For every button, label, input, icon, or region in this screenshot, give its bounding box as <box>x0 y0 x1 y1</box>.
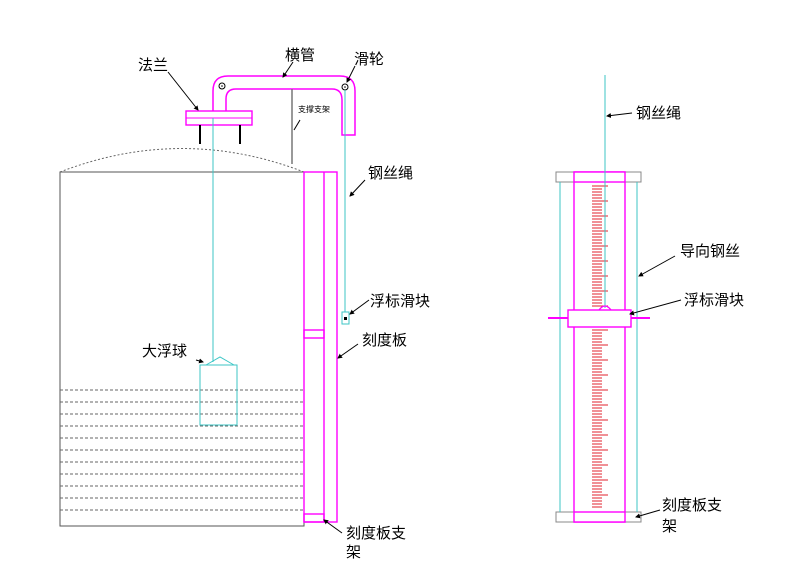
float-slider-right <box>548 305 650 328</box>
label-cross-pipe: 横管 <box>285 46 315 64</box>
guide-wires <box>559 182 638 512</box>
pulley <box>218 82 349 91</box>
label-pulley: 滑轮 <box>354 50 384 68</box>
leader-lines <box>167 61 682 534</box>
big-float <box>199 356 238 426</box>
scale-board-left <box>303 171 338 523</box>
label-support-frame: 支撑支架 <box>298 104 330 114</box>
scale-board-right <box>555 171 642 523</box>
label-float-slider-left: 浮标滑块 <box>370 292 430 310</box>
label-scale-board: 刻度板 <box>362 331 407 349</box>
flange <box>185 110 253 144</box>
label-scale-bracket-right-2: 架 <box>662 517 677 535</box>
label-float-slider-right: 浮标滑块 <box>684 291 744 309</box>
label-scale-bracket-left-1: 刻度板支 <box>346 524 406 542</box>
scale-ticks <box>592 185 608 508</box>
label-big-float: 大浮球 <box>142 342 187 360</box>
tank-roof-dome <box>59 148 305 173</box>
label-scale-bracket-left-2: 架 <box>346 543 361 561</box>
label-scale-bracket-right-1: 刻度板支 <box>662 496 722 514</box>
label-flange: 法兰 <box>138 56 168 74</box>
cross-pipe <box>212 75 356 136</box>
tank <box>59 148 305 527</box>
label-wire-rope-left: 钢丝绳 <box>368 164 413 182</box>
liquid-level-lines <box>60 389 304 511</box>
label-guide-wire: 导向钢丝 <box>680 242 740 260</box>
label-wire-rope-right: 钢丝绳 <box>636 104 681 122</box>
